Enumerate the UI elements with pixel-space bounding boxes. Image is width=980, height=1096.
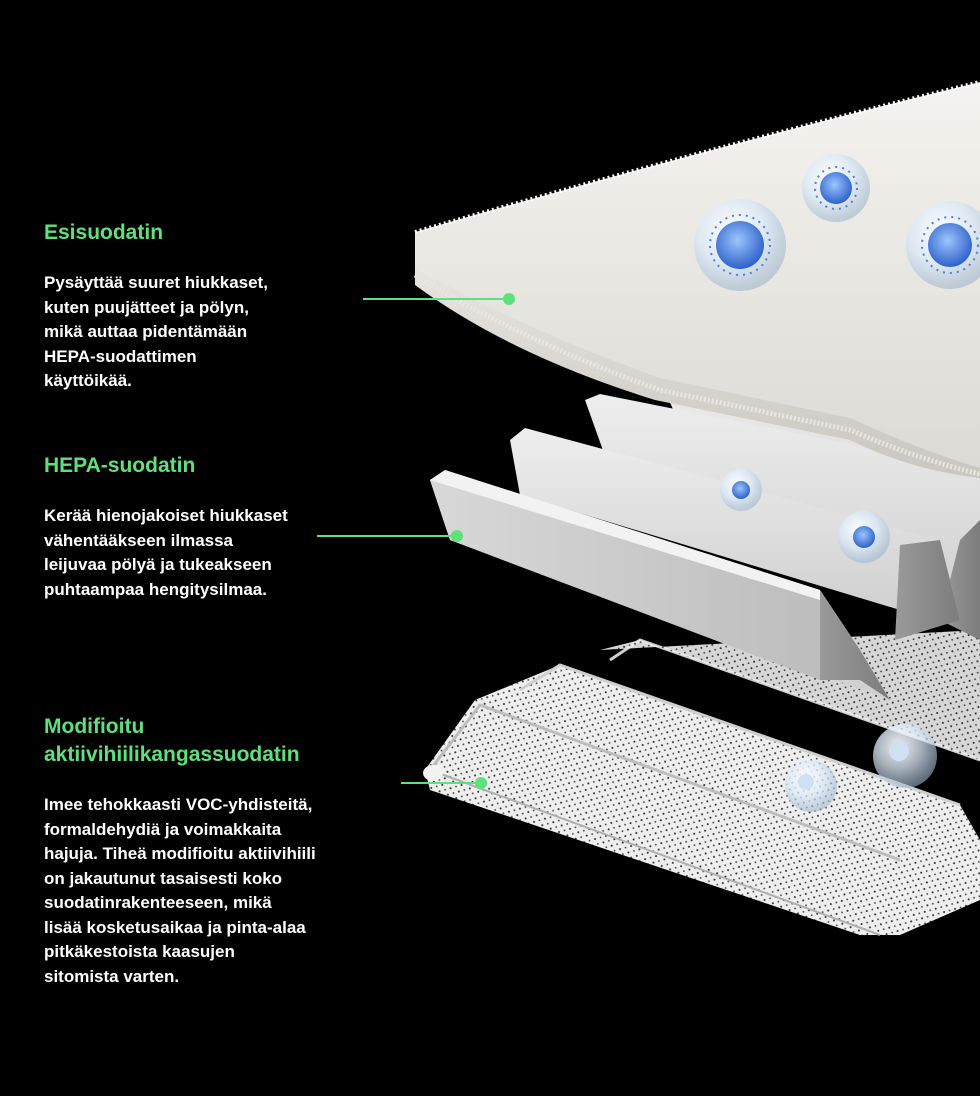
hepa-filter-section: HEPA-suodatin Kerää hienojakoiset hiukka… <box>44 452 364 602</box>
carbon-filter-layer <box>423 630 980 936</box>
virus-bubble-icon <box>802 154 870 222</box>
gas-bubble-icon <box>785 760 837 812</box>
carbon-filter-section: Modifioitu aktiivihiilikangassuodatin Im… <box>44 713 394 989</box>
hepa-filter-layer <box>430 375 980 700</box>
particle-bubble-icon <box>838 511 890 563</box>
hepa-filter-title: HEPA-suodatin <box>44 454 196 477</box>
virus-bubble-icon <box>694 199 786 291</box>
pre-filter-description: Pysäyttää suuret hiukkaset, kuten puujät… <box>44 273 268 390</box>
carbon-filter-description: Imee tehokkaasti VOC-yhdisteitä, formald… <box>44 795 316 986</box>
pre-filter-title: Esisuodatin <box>44 221 164 244</box>
pre-filter-section: Esisuodatin Pysäyttää suuret hiukkaset, … <box>44 219 344 394</box>
particle-bubble-icon <box>720 469 762 511</box>
virus-bubble-icon <box>906 201 980 289</box>
hepa-filter-description: Kerää hienojakoiset hiukkaset vähentääks… <box>44 506 288 599</box>
carbon-filter-title: Modifioitu aktiivihiilikangassuodatin <box>44 715 300 766</box>
callout-hepa-filter <box>317 530 463 542</box>
callout-pre-filter <box>363 293 515 305</box>
callout-carbon-filter <box>401 777 487 789</box>
gas-bubble-icon <box>873 724 937 788</box>
